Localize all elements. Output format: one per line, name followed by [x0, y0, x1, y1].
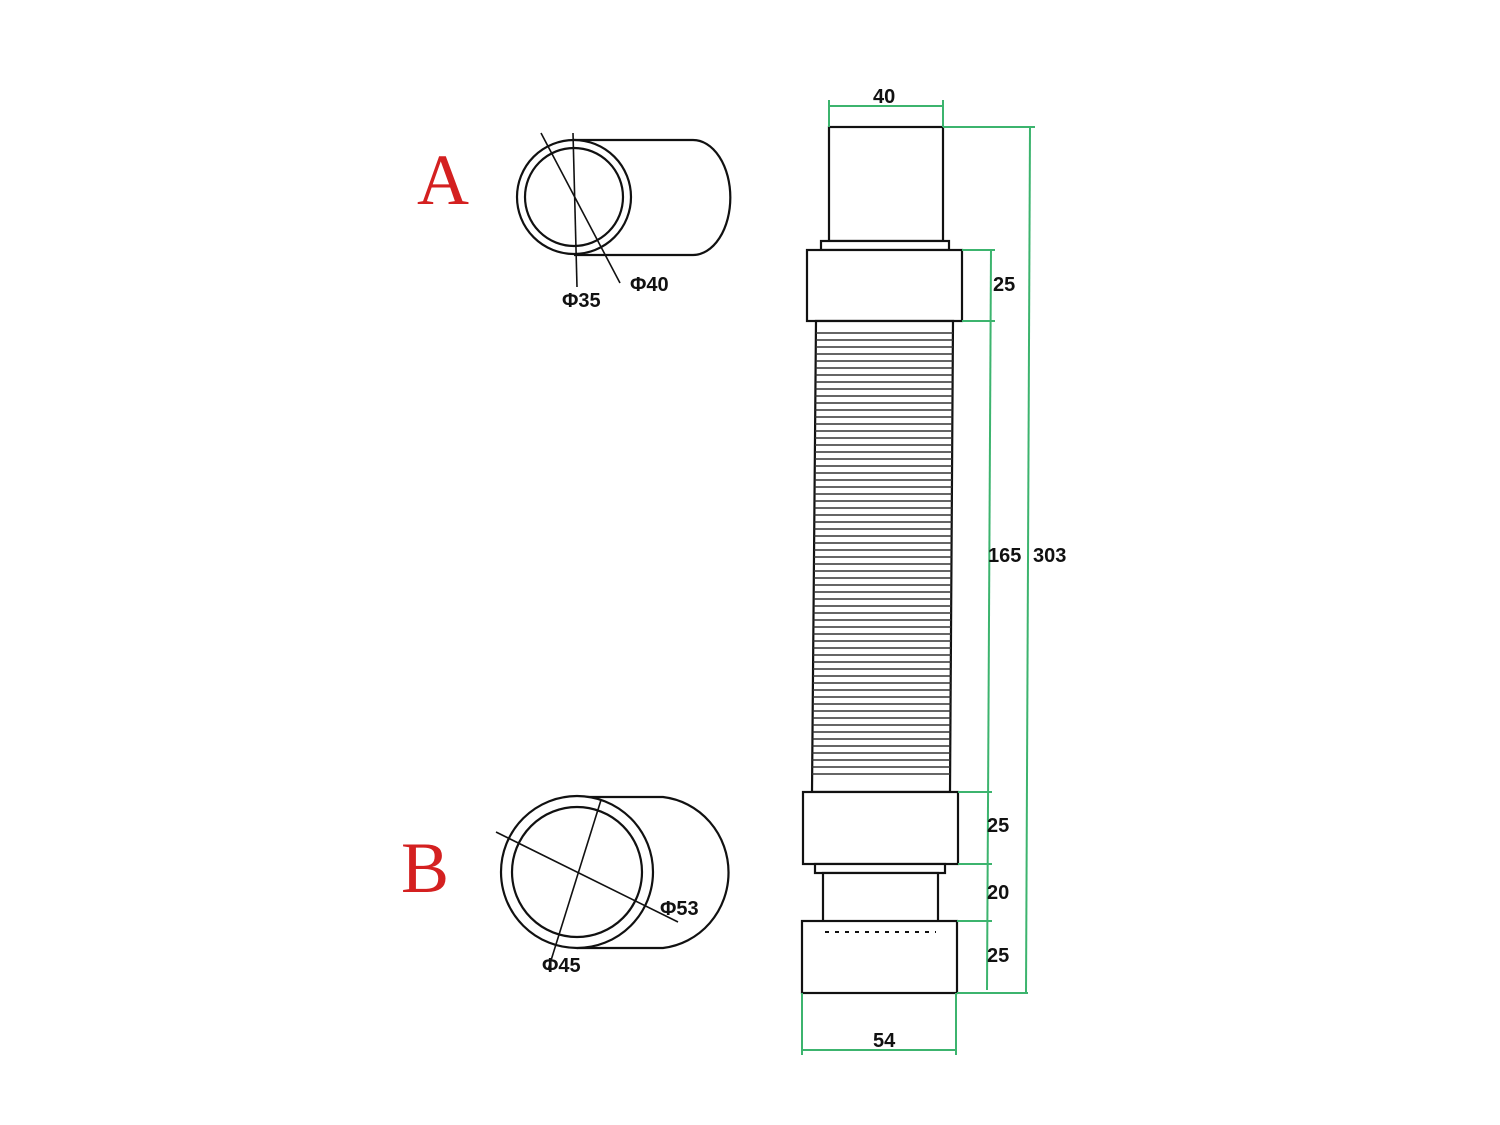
corrugation-ribs	[812, 332, 953, 775]
lower-collar	[801, 790, 960, 866]
dim-label-20: 20	[987, 882, 1009, 904]
dim-label-25-lower: 25	[987, 815, 1009, 837]
view-b-leader-53	[495, 831, 679, 923]
dim-label-165: 165	[988, 545, 1021, 567]
dim-label-25-top: 25	[993, 274, 1015, 296]
view-b-body	[577, 795, 730, 950]
view-a: A Φ35 Φ40	[417, 132, 732, 312]
dimensions: 40 303 25 165 25 20 25 54	[801, 86, 1066, 1055]
view-a-label-35: Φ35	[562, 290, 601, 312]
view-b-leader-45	[547, 799, 602, 971]
top-collar	[805, 248, 964, 323]
view-a-leader-40	[540, 132, 621, 284]
view-b-inner-circle	[510, 805, 644, 939]
dim-label-40: 40	[873, 86, 895, 108]
dim-line-303	[1025, 126, 1031, 994]
view-a-body	[574, 138, 732, 257]
dim-label-303: 303	[1033, 545, 1066, 567]
top-lip	[819, 239, 951, 252]
view-a-leader-35	[572, 132, 578, 288]
top-tube	[827, 125, 945, 243]
view-b-label-53: Φ53	[660, 898, 699, 920]
lower-lip	[813, 862, 947, 875]
pipe-elevation	[800, 125, 964, 995]
dim-line-165	[986, 249, 992, 991]
view-a-label-40: Φ40	[630, 274, 669, 296]
view-a-letter: A	[417, 140, 469, 220]
view-b-letter: B	[401, 828, 449, 908]
view-b: B Φ53 Φ45	[401, 794, 730, 977]
view-b-label-45: Φ45	[542, 955, 581, 977]
dim-label-54: 54	[873, 1030, 896, 1052]
dim-label-25-bottom: 25	[987, 945, 1009, 967]
